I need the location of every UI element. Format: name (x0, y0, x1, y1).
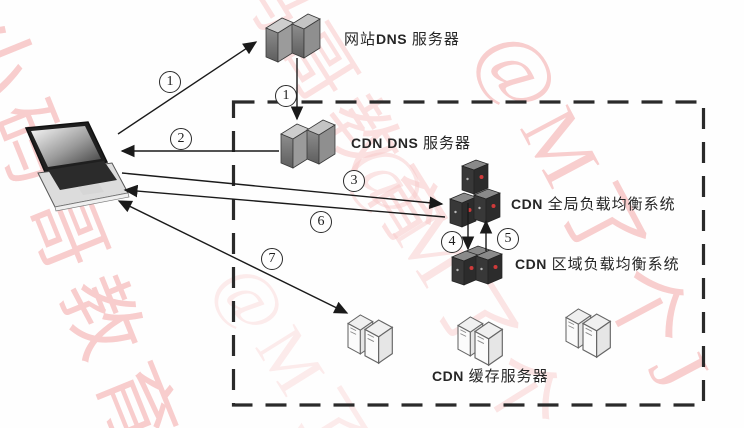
step-badge-7: 7 (261, 248, 283, 270)
step-badge-4: 4 (441, 231, 463, 253)
step-badge-2: 2 (170, 128, 192, 150)
step-badge-1a: 1 (159, 71, 181, 93)
label-website-dns-server: 网站DNS 服务器 (344, 31, 460, 48)
step-badge-1b: 1 (275, 85, 297, 107)
cdn-global-lb-icon (449, 159, 501, 228)
cdn-cache-servers-icon-2 (458, 317, 502, 365)
arrow-step1-client-to-website-dns (117, 41, 258, 135)
cdn-cache-servers-icon-3 (566, 309, 610, 357)
cdn-dns-server-icon (280, 119, 336, 169)
client-laptop-icon (24, 121, 130, 212)
step-badge-3: 3 (343, 170, 365, 192)
label-cdn-global-lb: CDN 全局负载均衡系统 (511, 196, 676, 213)
cdn-cache-servers-icon-1 (348, 315, 392, 363)
arrow-step6-global-lb-to-client (123, 184, 446, 218)
arrow-step3-client-to-global-lb (121, 172, 444, 210)
website-dns-server-icon (265, 13, 321, 63)
arrow-step7-client-cache-bidirectional (117, 200, 349, 314)
label-cdn-regional-lb: CDN 区域负载均衡系统 (515, 256, 680, 273)
step-badge-6: 6 (310, 211, 332, 233)
label-cdn-cache-servers: CDN 缓存服务器 (432, 368, 549, 385)
step-badge-5: 5 (497, 228, 519, 250)
cdn-regional-lb-icon (451, 245, 503, 286)
label-cdn-dns-server: CDN DNS 服务器 (351, 135, 472, 152)
